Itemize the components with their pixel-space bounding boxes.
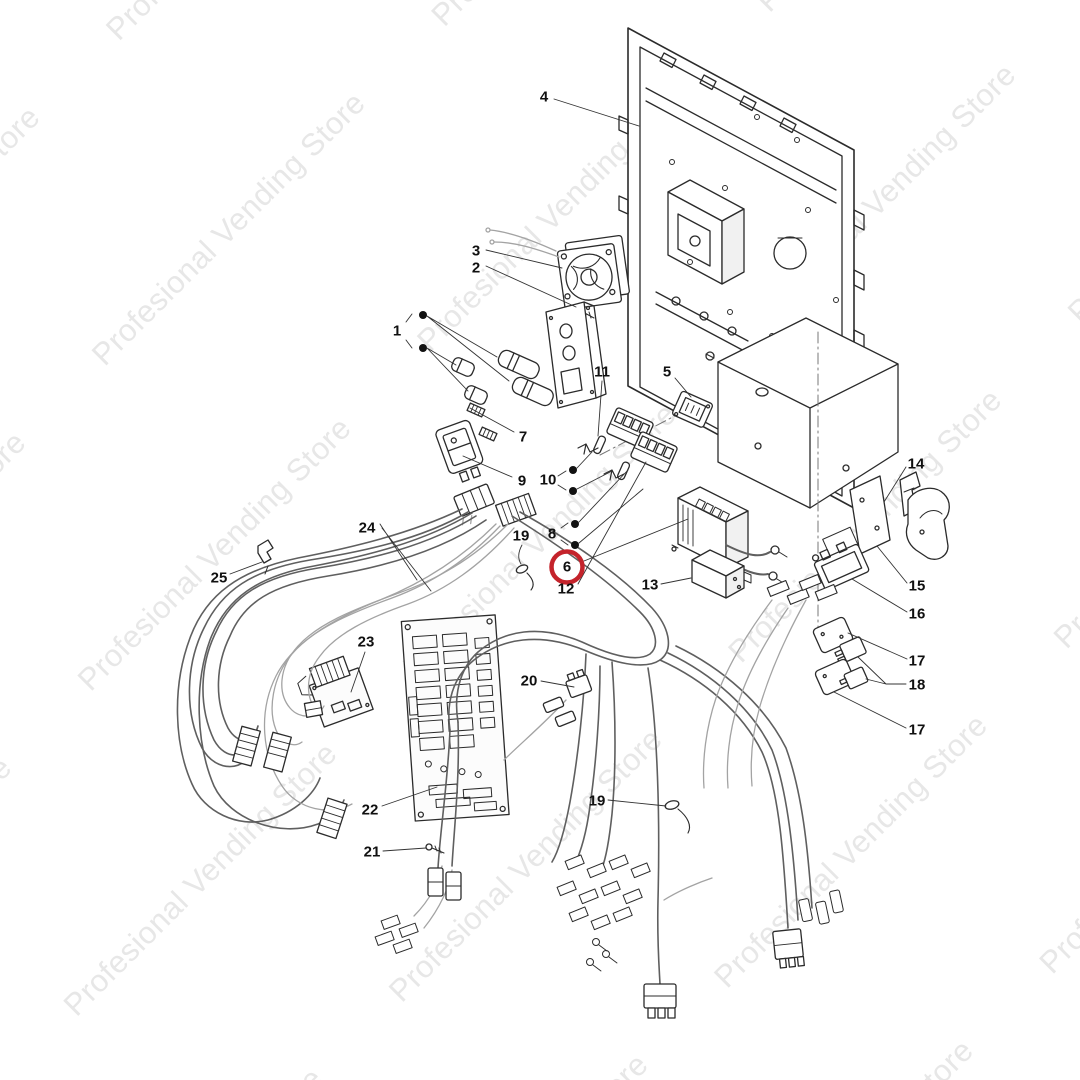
part-mounting-plate bbox=[545, 301, 607, 409]
part-spade-cluster bbox=[556, 854, 651, 972]
part-fuse-holders bbox=[451, 349, 554, 442]
callout-19-upper: 19 bbox=[512, 527, 530, 545]
callout-6-highlighted: 6 bbox=[562, 558, 572, 576]
callout-12: 12 bbox=[557, 580, 575, 598]
part-wiring-loom bbox=[176, 508, 813, 985]
callout-2: 2 bbox=[471, 259, 481, 277]
callout-21: 21 bbox=[363, 843, 381, 861]
part-clip-19-lower bbox=[664, 800, 691, 834]
part-clip-25 bbox=[257, 539, 274, 575]
callout-19-lower: 19 bbox=[588, 792, 606, 810]
part-transformer bbox=[671, 486, 788, 585]
callout-14: 14 bbox=[907, 455, 925, 473]
part-small-pcb bbox=[297, 655, 374, 728]
part-plates-and-switches bbox=[812, 616, 869, 696]
part-fan bbox=[556, 234, 630, 311]
callout-25: 25 bbox=[210, 569, 228, 587]
callout-17-upper: 17 bbox=[908, 652, 926, 670]
part-rocker-switch bbox=[435, 419, 484, 483]
part-power-inlet bbox=[671, 390, 714, 428]
callout-18: 18 bbox=[908, 676, 926, 694]
callout-16: 16 bbox=[908, 605, 926, 623]
callout-15: 15 bbox=[908, 577, 926, 595]
part-relay-box bbox=[691, 549, 752, 599]
callout-3: 3 bbox=[471, 242, 481, 260]
part-spade-terminals-right bbox=[766, 573, 838, 605]
callout-9: 9 bbox=[517, 472, 527, 490]
highlight-ring bbox=[549, 549, 585, 585]
callout-4: 4 bbox=[539, 88, 549, 106]
part-screw-21 bbox=[425, 843, 445, 854]
callout-13: 13 bbox=[641, 576, 659, 594]
callout-23: 23 bbox=[357, 633, 375, 651]
callout-20: 20 bbox=[520, 672, 538, 690]
callout-22: 22 bbox=[361, 801, 379, 819]
part-loom-connectors bbox=[231, 700, 462, 954]
callout-8: 8 bbox=[547, 525, 557, 543]
callout-17-lower: 17 bbox=[908, 721, 926, 739]
part-back-panel bbox=[599, 27, 899, 643]
part-switch-blocks bbox=[577, 407, 678, 481]
part-switch-20 bbox=[542, 668, 593, 728]
callout-10: 10 bbox=[539, 471, 557, 489]
callout-5: 5 bbox=[662, 363, 672, 381]
callout-24: 24 bbox=[358, 519, 376, 537]
part-latch-and-handle bbox=[899, 471, 950, 560]
callout-11: 11 bbox=[594, 363, 610, 381]
callout-1: 1 bbox=[392, 322, 402, 340]
part-harness-sleeve bbox=[494, 492, 537, 527]
part-harness-connector-4pin bbox=[453, 483, 495, 526]
part-bottom-connectors bbox=[643, 889, 844, 1019]
part-main-pcb bbox=[400, 614, 510, 822]
callout-7: 7 bbox=[518, 428, 528, 446]
leader-lines bbox=[229, 98, 908, 852]
part-microswitch bbox=[811, 526, 870, 591]
part-clip-19-upper bbox=[515, 564, 534, 591]
